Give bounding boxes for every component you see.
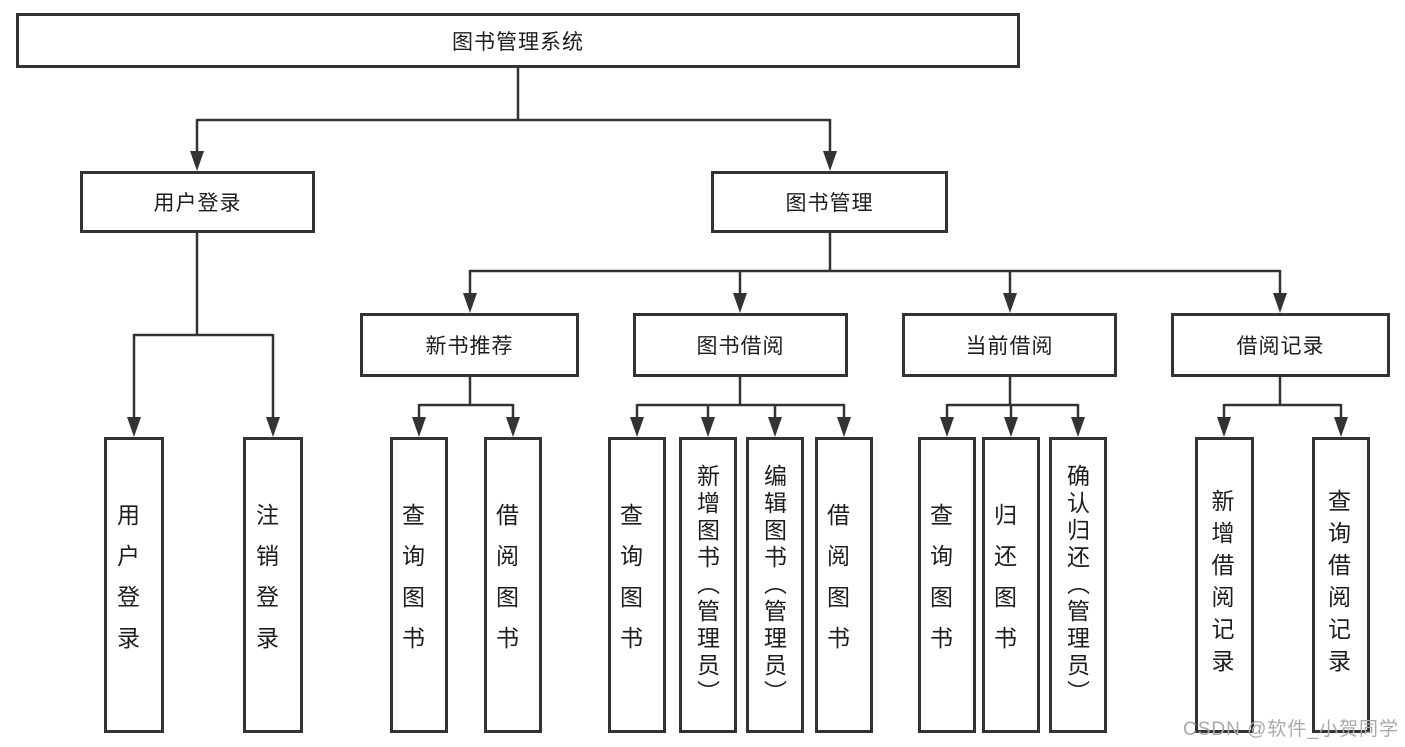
arrowhead xyxy=(506,417,520,437)
arrowhead xyxy=(412,417,426,437)
leaf-borrowing-query-books: 查询图书 xyxy=(608,437,666,733)
node-new-book-recommend-label: 新书推荐 xyxy=(425,335,514,358)
node-root-label: 图书管理系统 xyxy=(452,30,584,54)
arrowhead xyxy=(127,417,141,437)
leaf-borrowing-borrow-books: 借阅图书 xyxy=(815,437,873,733)
leaf-add-books-admin: 新增图书（管理员） xyxy=(679,437,737,733)
csdn-watermark: CSDN @软件_小贺同学 xyxy=(1183,719,1399,740)
leaf-add-books-admin-label: 新增图书（管理员） xyxy=(693,463,720,707)
arrowhead xyxy=(1003,293,1017,313)
leaf-add-borrow-record: 新增借阅记录 xyxy=(1195,437,1254,733)
node-current-borrowing-label: 当前借阅 xyxy=(965,335,1054,358)
leaf-edit-books-admin: 编辑图书（管理员） xyxy=(746,437,804,733)
leaf-recommend-query-books: 查询图书 xyxy=(390,437,448,733)
node-current-borrowing: 当前借阅 xyxy=(902,313,1117,377)
leaf-current-query-books: 查询图书 xyxy=(918,437,976,733)
leaf-confirm-return-admin-label: 确认归还（管理员） xyxy=(1063,463,1090,707)
arrowhead xyxy=(1217,417,1231,437)
leaf-return-books-label: 归还图书 xyxy=(990,503,1017,667)
arrowhead xyxy=(1334,417,1348,437)
arrowhead xyxy=(940,417,954,437)
arrowhead xyxy=(266,417,280,437)
leaf-logout: 注销登录 xyxy=(243,437,303,733)
leaf-return-books: 归还图书 xyxy=(982,437,1040,733)
leaf-user-login-label: 用户登录 xyxy=(113,503,140,667)
leaf-current-query-books-label: 查询图书 xyxy=(926,503,953,667)
node-user-login-label: 用户登录 xyxy=(153,192,242,215)
arrowhead xyxy=(837,417,851,437)
leaf-recommend-query-books-label: 查询图书 xyxy=(398,503,425,667)
arrowhead xyxy=(190,151,204,171)
arrowhead xyxy=(1004,417,1018,437)
node-book-management-label: 图书管理 xyxy=(785,192,874,215)
leaf-logout-label: 注销登录 xyxy=(252,503,279,667)
node-book-borrowing-label: 图书借阅 xyxy=(696,335,785,358)
node-new-book-recommend: 新书推荐 xyxy=(360,313,579,377)
leaf-add-borrow-record-label: 新增借阅记录 xyxy=(1208,489,1234,681)
leaf-borrowing-borrow-books-label: 借阅图书 xyxy=(823,503,850,667)
node-borrowing-records-label: 借阅记录 xyxy=(1236,335,1325,358)
arrowhead xyxy=(1273,293,1287,313)
leaf-edit-books-admin-label: 编辑图书（管理员） xyxy=(760,463,787,707)
arrowhead xyxy=(733,293,747,313)
arrowhead xyxy=(630,417,644,437)
node-borrowing-records: 借阅记录 xyxy=(1171,313,1390,377)
leaf-borrowing-query-books-label: 查询图书 xyxy=(616,503,643,667)
arrowhead xyxy=(768,417,782,437)
leaf-confirm-return-admin: 确认归还（管理员） xyxy=(1049,437,1107,733)
leaf-query-borrow-record-label: 查询借阅记录 xyxy=(1324,489,1351,681)
node-book-borrowing: 图书借阅 xyxy=(633,313,848,377)
arrowheads xyxy=(127,151,1348,437)
arrowhead xyxy=(463,293,477,313)
arrowhead xyxy=(701,417,715,437)
leaf-recommend-borrow-books-label: 借阅图书 xyxy=(492,503,519,667)
node-book-management: 图书管理 xyxy=(711,171,948,233)
arrowhead xyxy=(1071,417,1085,437)
leaf-user-login: 用户登录 xyxy=(104,437,164,733)
node-user-login: 用户登录 xyxy=(80,171,315,233)
leaf-query-borrow-record: 查询借阅记录 xyxy=(1312,437,1370,733)
leaf-recommend-borrow-books: 借阅图书 xyxy=(484,437,542,733)
node-root: 图书管理系统 xyxy=(16,13,1020,68)
arrowhead xyxy=(823,151,837,171)
